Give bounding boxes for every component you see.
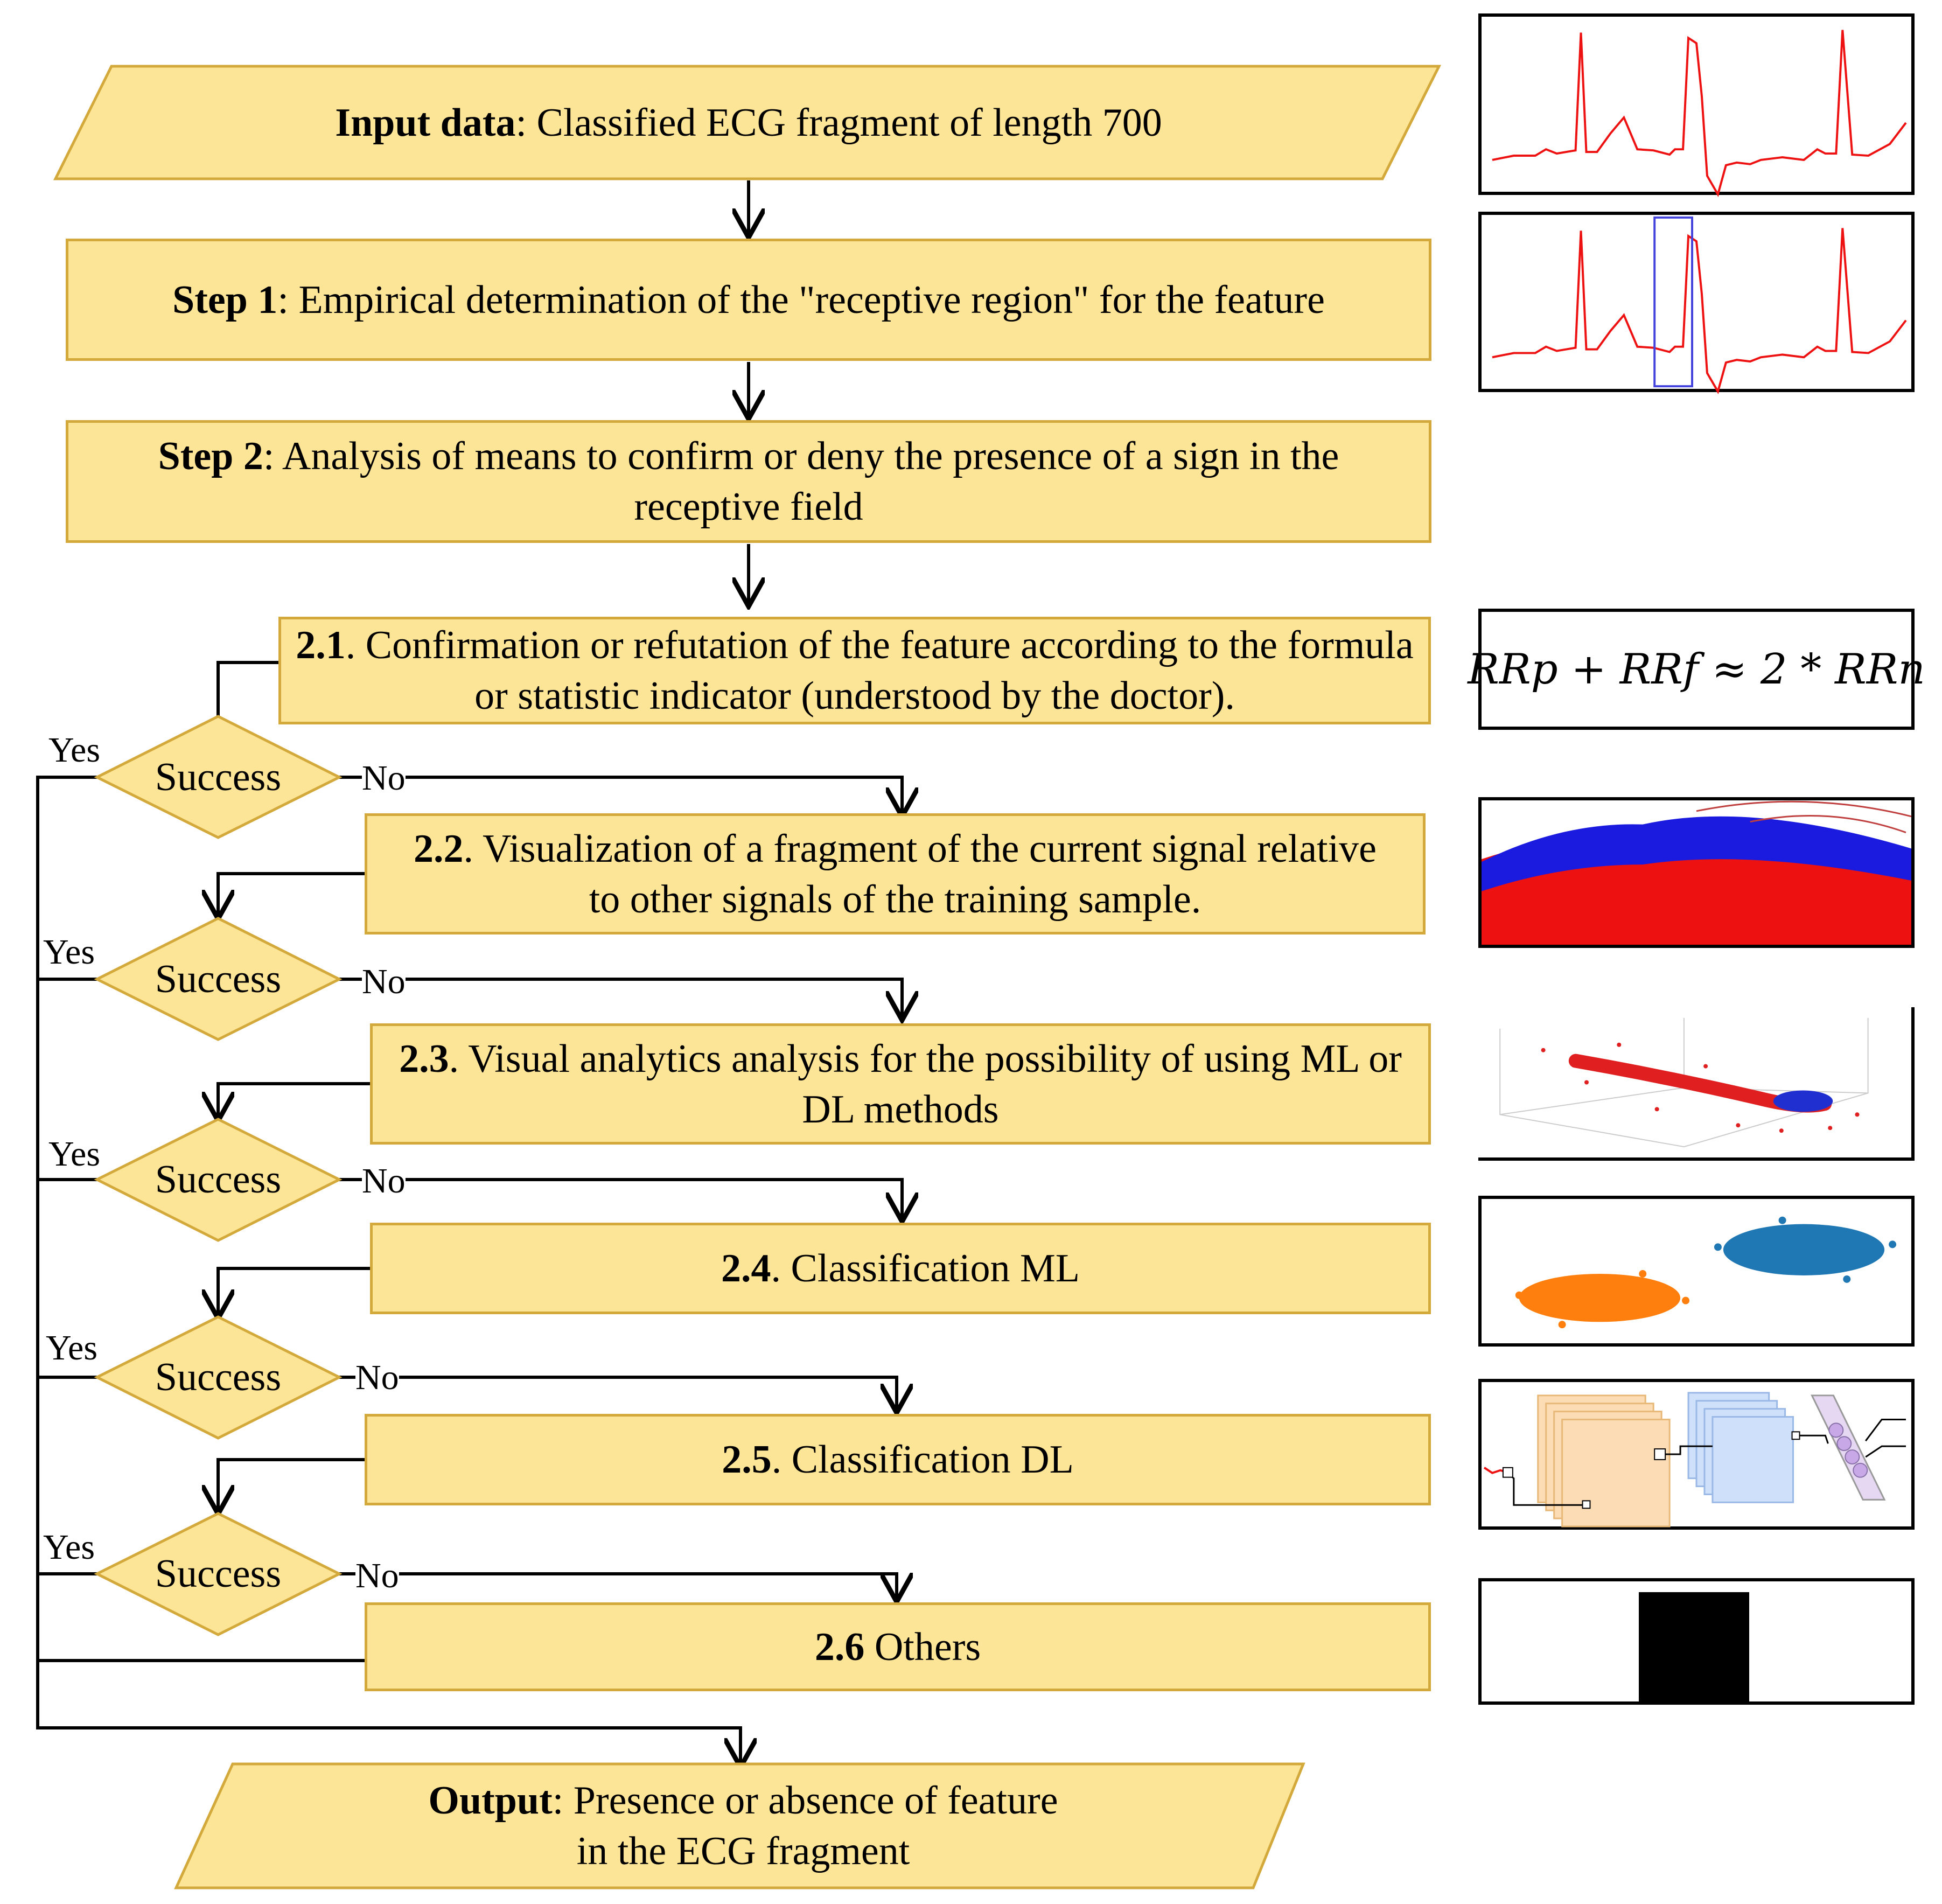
scatter-3d-thumbnail — [1478, 1007, 1915, 1161]
step-2-3-box: 2.3. Visual analytics analysis for the p… — [370, 1023, 1431, 1145]
step-2-5-box: 2.5. Classification DL — [365, 1414, 1431, 1505]
step-2-box: Step 2: Analysis of means to confirm or … — [66, 420, 1431, 543]
ecg-receptive-thumbnail — [1478, 212, 1915, 394]
formula-text: RRp + RRf ≈ 2 * RRn — [1468, 645, 1925, 694]
decision-1 — [94, 715, 343, 839]
others-black-box-thumbnail — [1478, 1578, 1915, 1705]
decision-4-label: Success — [155, 1355, 282, 1399]
step-2-6-box: 2.6 Others — [365, 1602, 1431, 1691]
step-2-1-box: 2.1. Confirmation or refutation of the f… — [278, 617, 1431, 724]
no-label-2: No — [362, 962, 406, 1001]
clusters-thumbnail — [1478, 1196, 1915, 1347]
formula-thumbnail: RRp + RRf ≈ 2 * RRn — [1468, 609, 1925, 730]
cnn-architecture-thumbnail — [1478, 1379, 1915, 1530]
no-label-4: No — [355, 1358, 399, 1397]
no-label-5: No — [355, 1556, 399, 1595]
ecg-thumbnail — [1478, 13, 1915, 198]
signal-overlay-thumbnail — [1478, 797, 1915, 948]
black-box — [1639, 1592, 1749, 1701]
step-2-4-box: 2.4. Classification ML — [370, 1223, 1431, 1314]
decision-3 — [94, 1118, 343, 1242]
decision-5 — [94, 1512, 343, 1636]
yes-label-3: Yes — [48, 1134, 101, 1174]
yes-label-5: Yes — [43, 1528, 95, 1567]
decision-2-label: Success — [155, 957, 282, 1001]
yes-label-4: Yes — [46, 1328, 98, 1368]
step-2-2-box: 2.2. Visualization of a fragment of the … — [365, 813, 1426, 934]
decision-3-label: Success — [155, 1157, 282, 1202]
no-label-3: No — [362, 1161, 406, 1201]
no-label-1: No — [362, 758, 406, 798]
decision-4 — [94, 1315, 343, 1440]
decision-2 — [94, 917, 343, 1041]
receptive-region — [1653, 216, 1694, 388]
step-1-box: Step 1: Empirical determination of the "… — [66, 239, 1431, 361]
yes-label-1: Yes — [48, 730, 101, 770]
yes-label-2: Yes — [43, 932, 95, 972]
input-data-text: Input data: Classified ECG fragment of l… — [335, 100, 1162, 145]
decision-5-label: Success — [155, 1551, 282, 1596]
decision-1-label: Success — [155, 755, 282, 799]
